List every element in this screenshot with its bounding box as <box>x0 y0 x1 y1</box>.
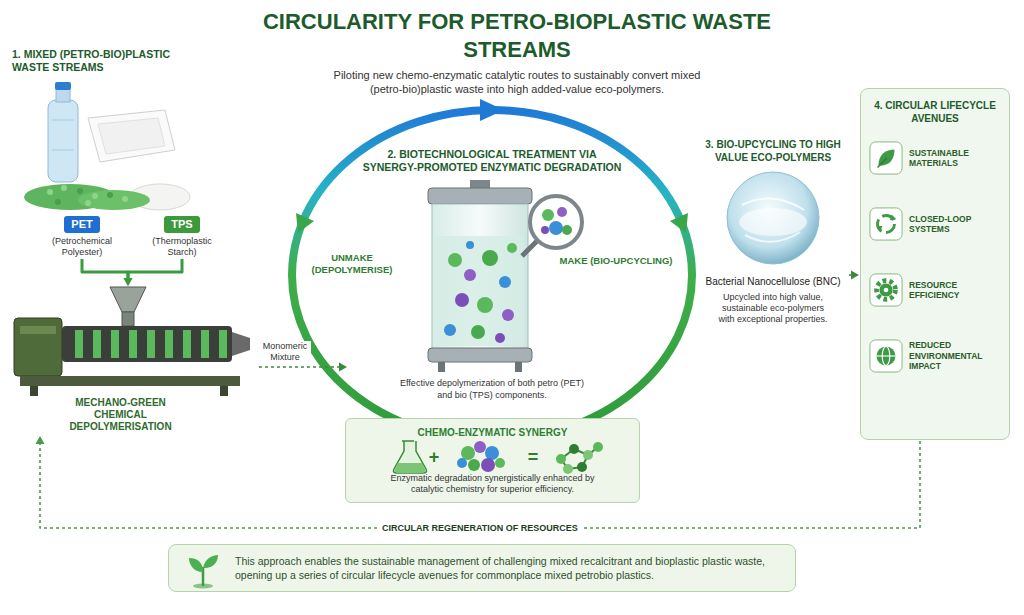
spacer <box>698 164 848 272</box>
connector <box>124 259 183 286</box>
box-heading: CHEMO-ENZYMATIC SYNERGY <box>356 426 629 439</box>
avenues-panel: 4. CIRCULAR LIFECYCLE AVENUES SUSTAINABL… <box>860 88 1010 440</box>
plastic-waste <box>24 82 190 210</box>
cycle-label: UNMAKE (DEPOLYMERISE) <box>306 252 398 276</box>
connector-line <box>82 259 128 279</box>
avenue-item: REDUCED ENVIRONMENTAL IMPACT <box>869 339 1003 373</box>
box-body: Enzymatic degradation synergistically en… <box>375 473 610 495</box>
cycle-ring <box>292 99 692 440</box>
avenue-label: REDUCED ENVIRONMENTAL IMPACT <box>909 340 999 372</box>
connector-line <box>128 259 182 279</box>
extruder-stage: MECHANO-GREEN CHEMICAL DEPOLYMERISATION <box>8 285 258 433</box>
product-stage: 3. BIO-UPCYCLING TO HIGH VALUE ECO-POLYM… <box>698 138 848 325</box>
connector-label: Monomeric Mixture <box>259 341 311 363</box>
globe-icon <box>869 339 903 373</box>
product-caption: Upcycled into high value, sustainable ec… <box>717 292 829 325</box>
product-name: Bacterial Nanocellulose (BNC) <box>698 276 848 288</box>
avenue-item: RESOURCE EFFICIENCY <box>869 273 1003 307</box>
spacer <box>8 285 258 397</box>
material-name: (Petrochemical Polyester) <box>40 236 124 258</box>
cycle-label: MAKE (BIO-UPCYCLING) <box>556 255 676 267</box>
connector <box>36 436 921 528</box>
badge-label: PET <box>64 216 99 233</box>
spacer <box>347 174 637 378</box>
avenue-label: SUSTAINABLE MATERIALS <box>909 148 999 169</box>
badge-label: TPS <box>164 216 199 233</box>
stage-caption: Effective depolymerization of both petro… <box>397 378 587 401</box>
connector <box>259 363 347 372</box>
recycle-icon <box>869 207 903 241</box>
arrowhead <box>124 278 133 286</box>
gear-icon <box>869 273 903 307</box>
connector-line <box>259 366 340 368</box>
avenue-label: CLOSED-LOOP SYSTEMS <box>909 214 999 235</box>
summary-text: This approach enables the sustainable ma… <box>235 554 781 582</box>
material-name: (Thermoplastic Starch) <box>140 236 224 258</box>
leaf-icon <box>869 141 903 175</box>
connector-label: CIRCULAR REGENERATION OF RESOURCES <box>378 522 582 534</box>
sprout-icon <box>183 550 223 590</box>
summary-box: This approach enables the sustainable ma… <box>168 544 796 592</box>
arrowhead <box>124 278 133 286</box>
connector <box>849 271 859 280</box>
avenue-item: SUSTAINABLE MATERIALS <box>869 141 1003 175</box>
extruder-machine <box>14 287 250 396</box>
diagram-title: CIRCULARITY FOR PETRO-BIOPLASTIC WASTE S… <box>257 8 777 64</box>
arrowhead <box>851 271 859 280</box>
arrowhead <box>339 363 347 372</box>
arrowhead <box>36 436 45 444</box>
section-heading: 1. MIXED (PETRO-BIO)PLASTIC WASTE STREAM… <box>12 48 204 74</box>
stage-label: MECHANO-GREEN CHEMICAL DEPOLYMERISATION <box>63 397 178 433</box>
avenue-item: CLOSED-LOOP SYSTEMS <box>869 207 1003 241</box>
material-badge: TPS (Thermoplastic Starch) <box>140 214 224 258</box>
stage-heading: 2. BIOTECHNOLOGICAL TREATMENT VIA SYNERG… <box>347 148 637 174</box>
subtitle: Piloting new chemo-enzymatic catalytic r… <box>317 68 717 96</box>
material-badge: PET (Petrochemical Polyester) <box>40 214 124 258</box>
operator-symbol: = <box>526 447 540 467</box>
avenue-label: RESOURCE EFFICIENCY <box>909 280 999 301</box>
stage-heading: 3. BIO-UPCYCLING TO HIGH VALUE ECO-POLYM… <box>698 138 848 164</box>
connector <box>82 259 133 286</box>
synergy-box: CHEMO-ENZYMATIC SYNERGY Enzymatic degrada… <box>345 418 640 503</box>
nanocellulose-disc <box>727 172 819 264</box>
bioreactor <box>428 180 582 372</box>
panel-heading: 4. CIRCULAR LIFECYCLE AVENUES <box>869 99 1001 125</box>
operator-symbol: + <box>427 447 441 467</box>
